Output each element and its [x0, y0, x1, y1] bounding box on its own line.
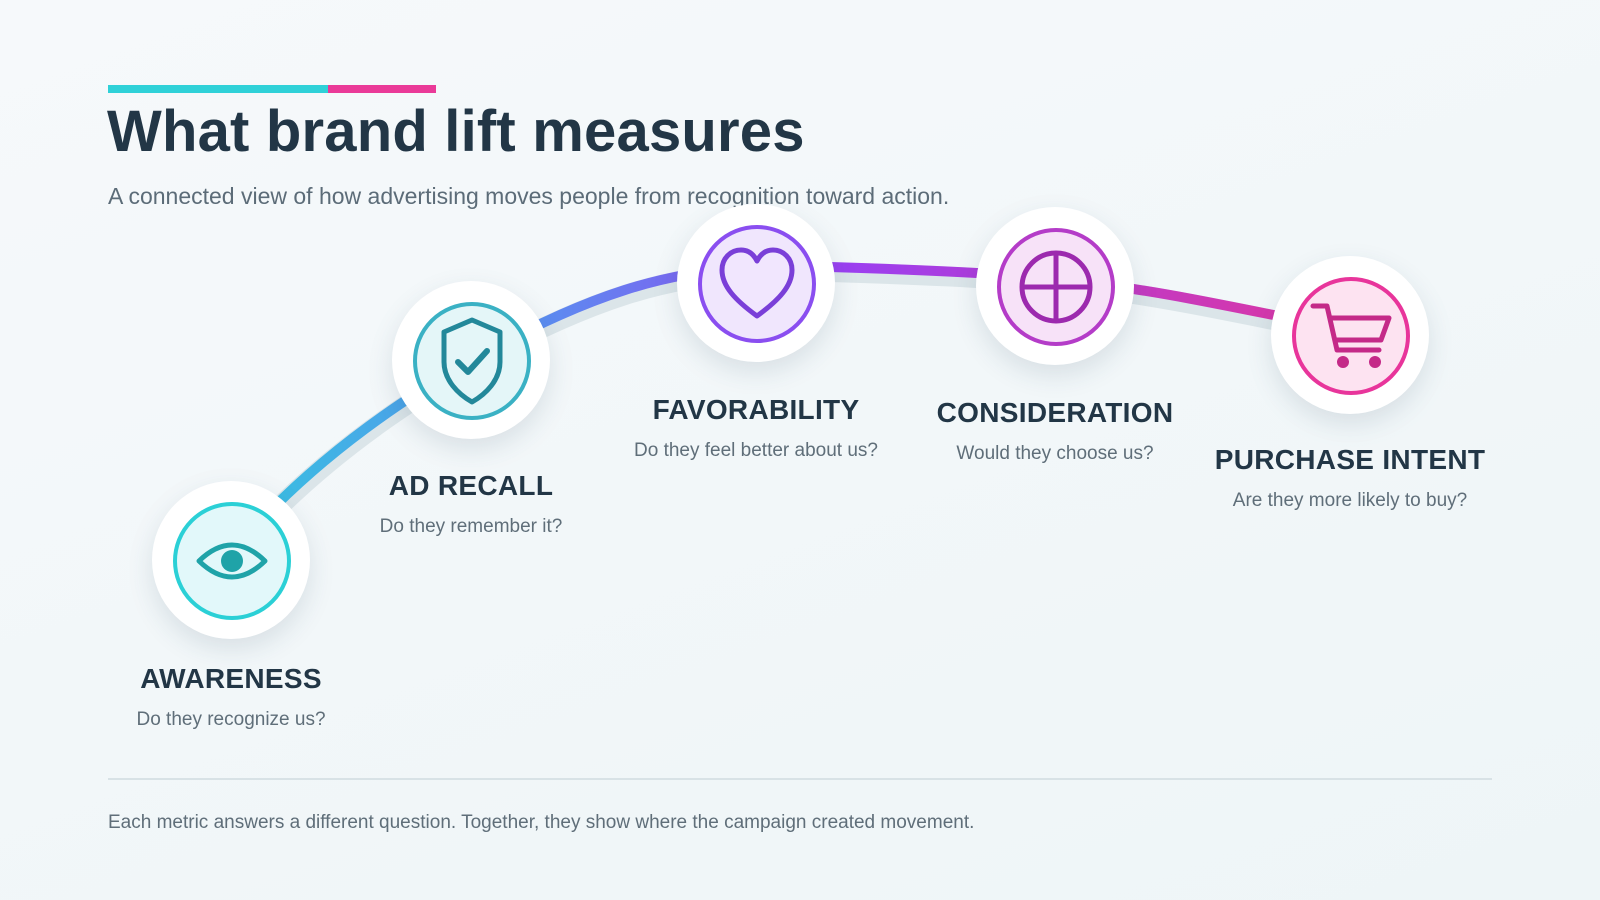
- stage-name: AD RECALL: [388, 470, 554, 501]
- stage-label-favorability: FAVORABILITY Do they feel better about u…: [596, 394, 916, 462]
- footer-note: Each metric answers a different question…: [108, 812, 975, 833]
- heart-icon: [719, 247, 795, 319]
- stage-label-consideration: CONSIDERATION Would they choose us?: [895, 397, 1215, 465]
- stage-name: FAVORABILITY: [652, 394, 860, 425]
- stage-name: AWARENESS: [140, 663, 322, 694]
- footer-divider: [108, 778, 1492, 780]
- ad-recall-icon-ring: [413, 302, 531, 420]
- eye-icon: [196, 542, 268, 580]
- stage-label-purchase-intent: PURCHASE INTENT Are they more likely to …: [1190, 444, 1510, 512]
- stage-question: Would they choose us?: [956, 443, 1154, 464]
- stage-node-ad-recall: [392, 281, 550, 439]
- stage-node-purchase-intent: [1271, 256, 1429, 414]
- stage-question: Do they recognize us?: [136, 709, 326, 730]
- consideration-icon-ring: [997, 228, 1115, 346]
- stage-label-ad-recall: AD RECALL Do they remember it?: [311, 470, 631, 538]
- page-title: What brand lift measures: [107, 99, 805, 164]
- accent-bar-pink-segment: [328, 85, 436, 93]
- crosshair-icon: [1019, 250, 1093, 324]
- stage-node-consideration: [976, 207, 1134, 365]
- stage-name: CONSIDERATION: [936, 397, 1174, 428]
- favorability-icon-ring: [698, 225, 816, 343]
- stage-question: Do they feel better about us?: [634, 440, 878, 461]
- awareness-icon-ring: [173, 502, 291, 620]
- stage-label-awareness: AWARENESS Do they recognize us?: [71, 663, 391, 731]
- stage-name: PURCHASE INTENT: [1214, 444, 1486, 475]
- shield-check-icon: [441, 317, 503, 405]
- cart-icon: [1310, 303, 1392, 368]
- title-accent-bar: [108, 85, 436, 93]
- stage-question: Do they remember it?: [379, 516, 563, 537]
- stage-node-awareness: [152, 481, 310, 639]
- stage-node-favorability: [677, 204, 835, 362]
- accent-bar-teal-segment: [108, 85, 328, 93]
- page-subtitle: A connected view of how advertising move…: [108, 183, 950, 209]
- purchase-intent-icon-ring: [1292, 277, 1410, 395]
- stage-question: Are they more likely to buy?: [1232, 490, 1468, 511]
